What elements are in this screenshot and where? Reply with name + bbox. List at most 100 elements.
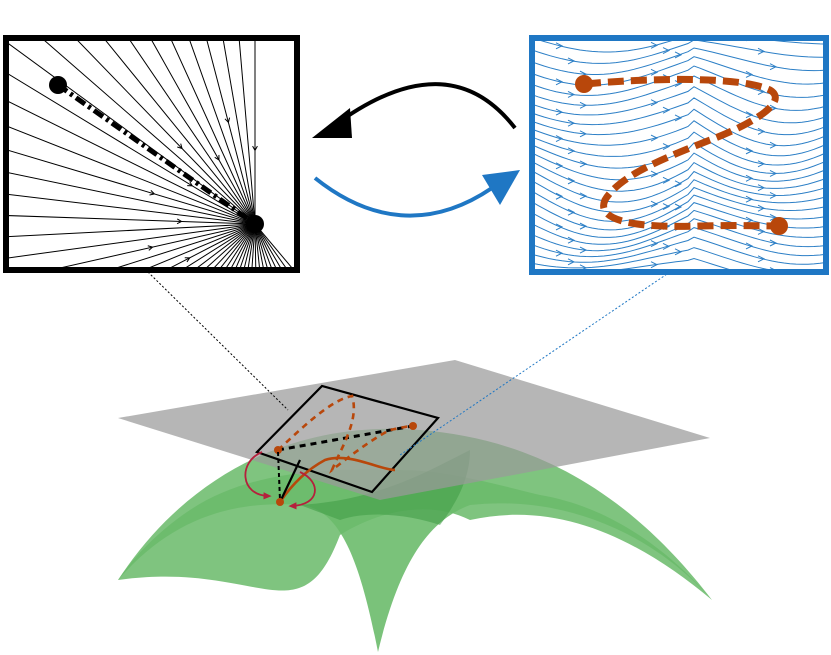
left-streamline <box>238 40 256 225</box>
left-streamline <box>8 149 256 225</box>
right-streamline-arrow <box>745 242 754 250</box>
left-streamline-arrow <box>286 290 290 295</box>
left-streamline <box>170 40 256 225</box>
right-streamline-arrow <box>745 111 754 119</box>
left-streamline <box>114 223 256 268</box>
left-streamline-arrow <box>187 181 194 187</box>
left-streamline <box>8 215 256 225</box>
curved-arrow-right-icon <box>313 176 494 218</box>
left-streamline-arrow <box>147 245 154 251</box>
left-panel-frame <box>3 35 300 273</box>
right-streamline <box>534 179 824 213</box>
left-streamline-arrow <box>273 327 278 332</box>
right-streamline-arrow <box>650 200 659 208</box>
right-streamline-arrow <box>579 246 588 254</box>
left-streamline <box>8 223 256 238</box>
left-streamline <box>8 223 256 259</box>
right-streamline-arrow <box>662 176 671 184</box>
right-streamline <box>534 194 824 231</box>
right-streamline-arrow <box>662 143 671 150</box>
right-streamline-arrow <box>567 258 576 266</box>
curved-arrow-left-icon <box>333 82 517 130</box>
right-streamline-arrow <box>567 177 576 185</box>
right-streamline-arrow <box>674 203 683 211</box>
left-streamline <box>104 40 256 225</box>
manifold-geodesic <box>278 456 396 503</box>
left-streamline-arrow <box>214 154 220 161</box>
right-streamline-arrow <box>650 261 659 269</box>
right-streamline <box>534 227 824 258</box>
right-streamline-arrow <box>579 130 588 138</box>
right-streamline-arrow <box>674 248 683 256</box>
left-streamline <box>147 223 256 268</box>
left-streamline <box>168 223 256 268</box>
right-streamline-arrow <box>674 114 683 122</box>
left-streamline-arrow <box>184 257 191 263</box>
left-streamline <box>129 40 256 225</box>
right-streamline-arrow <box>769 192 778 199</box>
left-streamline-arrow <box>210 285 214 290</box>
right-streamline-arrow <box>579 222 588 230</box>
left-straight-path <box>56 82 257 227</box>
left-streamline-arrow <box>177 143 183 150</box>
local-end-point <box>409 422 417 430</box>
right-streamline-arrow <box>758 284 764 290</box>
manifold-straight-projection <box>279 459 301 503</box>
right-streamline-arrow <box>757 47 766 55</box>
right-streamline-arrow <box>662 203 671 211</box>
right-streamline-arrow <box>769 170 778 177</box>
right-streamline-arrow <box>650 170 659 178</box>
right-panel-frame <box>529 35 829 275</box>
left-streamline <box>8 100 256 225</box>
local-start-point <box>274 446 282 454</box>
right-streamline-arrow <box>757 184 766 192</box>
projection-dashed-line <box>277 451 281 501</box>
left-streamline-arrow <box>323 304 328 309</box>
right-streamline-arrow <box>579 101 588 109</box>
left-streamline <box>43 40 256 225</box>
right-curved-path <box>584 75 779 230</box>
left-streamline <box>189 40 256 225</box>
right-streamline-arrow <box>555 108 564 116</box>
left-streamline-arrow <box>149 190 156 196</box>
left-streamline-arrow <box>247 297 252 302</box>
right-streamline-arrow <box>674 80 683 88</box>
right-streamline-arrow <box>745 147 754 155</box>
right-streamline <box>534 247 824 270</box>
right-streamline-arrow <box>567 147 576 155</box>
left-streamline <box>184 223 256 268</box>
right-streamline-arrow <box>568 277 574 283</box>
left-streamline <box>8 73 256 225</box>
right-streamline <box>534 47 824 75</box>
right-end-point <box>770 217 788 235</box>
right-streamline-arrow <box>555 135 564 142</box>
left-streamline <box>206 40 256 225</box>
left-streamline <box>196 223 256 268</box>
manifold-surface <box>118 428 712 652</box>
right-streamline-arrow <box>769 267 777 270</box>
right-streamline-arrow <box>769 239 778 247</box>
right-streamline-arrow <box>757 255 766 263</box>
right-streamline-arrow <box>650 99 659 107</box>
right-streamline-arrow <box>674 51 683 59</box>
left-streamline <box>8 193 256 225</box>
right-streamline-arrow <box>757 127 766 135</box>
right-streamline <box>534 170 824 203</box>
right-streamline-arrow <box>555 78 564 86</box>
right-streamline <box>534 108 824 147</box>
right-streamline <box>613 257 733 270</box>
left-end-point <box>246 215 264 233</box>
left-radial-streamlines <box>8 40 328 332</box>
right-streamline <box>534 152 824 182</box>
right-streamline-arrow <box>579 160 588 168</box>
manifold-back-lobe <box>118 428 712 600</box>
right-streamline-arrow <box>567 208 576 216</box>
left-panel <box>3 35 328 332</box>
left-streamline-arrow <box>224 117 231 124</box>
manifold-ridge-shadow <box>300 450 470 525</box>
right-streamline-arrow <box>674 180 683 188</box>
left-start-point <box>49 76 67 94</box>
right-streamline-arrow <box>745 195 754 203</box>
